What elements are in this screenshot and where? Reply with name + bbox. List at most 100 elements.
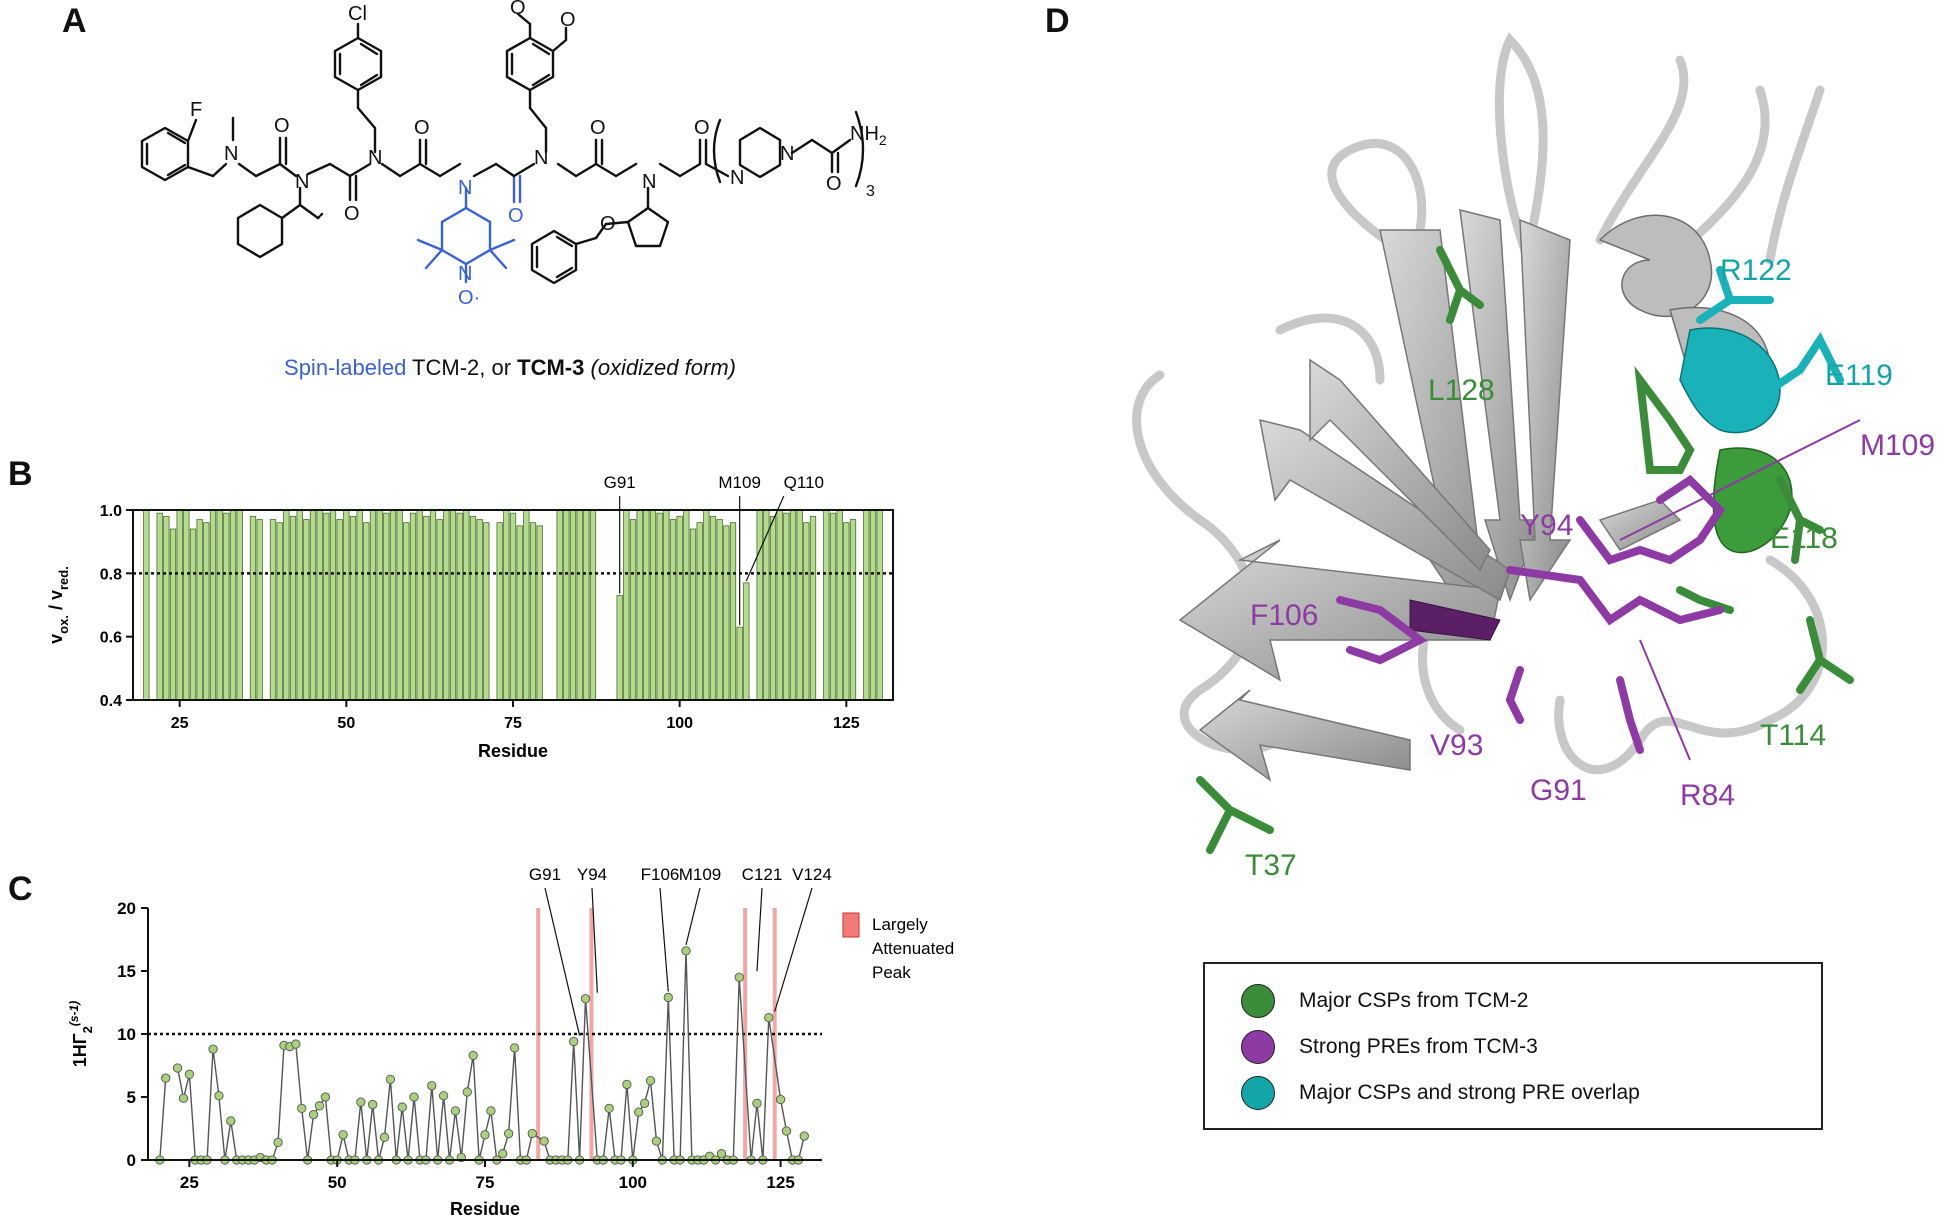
- legend-label-csp: Major CSPs from TCM-2: [1299, 989, 1529, 1012]
- bar-residue-56: [383, 512, 390, 701]
- repeat-subscript: 3: [866, 183, 875, 200]
- legend-label-3: Peak: [872, 963, 911, 982]
- point-residue-118: [734, 972, 744, 982]
- protein-structure: R122 E119 L128 M109 Y94 E118 F106 T114 V…: [1132, 32, 1935, 882]
- atom-o-methoxy1: O: [510, 0, 526, 19]
- label-r84: R84: [1680, 779, 1735, 812]
- xtick-label-b: 100: [666, 715, 693, 732]
- bar-residue-53: [363, 522, 370, 701]
- atom-o2: O: [344, 203, 360, 225]
- point-residue-125: [775, 1094, 786, 1105]
- point-residue-129: [799, 1131, 809, 1141]
- bar-residue-122: [823, 509, 830, 701]
- bar-residue-86: [583, 509, 590, 701]
- bar-residue-76: [516, 525, 523, 701]
- bar-residue-102: [689, 528, 697, 701]
- ytick-label-b: 1.0: [100, 503, 122, 520]
- xtick-label-b: 50: [337, 715, 355, 732]
- point-residue-48: [320, 1092, 331, 1102]
- annotation-line-c-M109: [685, 887, 701, 945]
- point-residue-46: [308, 1109, 319, 1120]
- atom-n2: N: [295, 171, 309, 193]
- ytick-label-b: 0.4: [100, 693, 122, 710]
- atom-chlorine: Cl: [348, 3, 367, 25]
- chemical-structure: F N O N O N Cl O N O O O N O O N N O NH2…: [140, 0, 887, 309]
- point-residue-85: [539, 1136, 549, 1146]
- bar-residue-106: [716, 519, 723, 701]
- xtick-label-c: 125: [766, 1173, 794, 1192]
- bar-residue-61: [416, 509, 423, 701]
- bar-residue-68: [463, 509, 470, 701]
- bar-residue-24: [169, 528, 177, 701]
- bar-residue-25: [176, 509, 183, 701]
- atom-o4: O: [508, 205, 524, 227]
- point-residue-51: [338, 1130, 348, 1140]
- bar-residue-85: [576, 509, 583, 701]
- point-residue-32: [226, 1116, 236, 1126]
- annotation-c-G91: G91: [529, 865, 561, 884]
- bar-residue-50: [343, 509, 350, 701]
- xtick-label-c: 50: [328, 1173, 347, 1192]
- bar-residue-93: [629, 519, 637, 701]
- bar-residue-52: [356, 509, 363, 701]
- bar-residue-22: [156, 512, 163, 701]
- atom-nh2: NH2: [850, 123, 887, 148]
- bar-residue-118: [796, 509, 803, 701]
- bar-residue-31: [216, 509, 223, 701]
- bar-residue-125: [843, 522, 850, 701]
- bar-residue-71: [483, 522, 490, 701]
- bar-residue-112: [756, 509, 763, 701]
- atom-n5: N: [534, 147, 548, 169]
- bar-residue-110: [743, 582, 750, 701]
- atom-o3: O: [414, 117, 430, 139]
- legend-swatch-attenuated: [842, 912, 860, 938]
- atom-o-methoxy2: O: [560, 9, 576, 31]
- legend-label-2: Attenuated: [872, 939, 954, 958]
- point-residue-79: [503, 1128, 514, 1139]
- point-residue-54: [356, 1097, 366, 1107]
- point-residue-29: [208, 1044, 218, 1054]
- annotation-line-c-F106: [659, 887, 669, 992]
- annotation-G91: G91: [604, 473, 636, 492]
- legend-item-csp: Major CSPs from TCM-2: [1241, 984, 1528, 1018]
- bar-residue-116: [783, 512, 790, 701]
- label-t37: T37: [1245, 849, 1297, 882]
- point-residue-121: [752, 1098, 762, 1108]
- point-residue-103: [645, 1075, 656, 1086]
- bar-residue-47: [323, 512, 330, 701]
- label-e118: E118: [1770, 522, 1838, 555]
- point-residue-106: [663, 992, 673, 1003]
- bar-residue-123: [829, 512, 837, 701]
- label-f106-d: F106: [1250, 599, 1318, 632]
- panel-letter-b: B: [8, 455, 33, 493]
- ytick-label-c: 15: [117, 962, 136, 981]
- atom-o-ether: O: [600, 213, 616, 235]
- bar-residue-63: [429, 509, 437, 701]
- bar-residue-129: [869, 509, 877, 701]
- bar-residue-107: [723, 525, 730, 701]
- point-residue-30: [214, 1091, 224, 1101]
- bar-residue-105: [709, 515, 717, 701]
- point-residue-76: [486, 1106, 496, 1116]
- xtick-label-c: 100: [619, 1173, 647, 1192]
- point-residue-58: [379, 1132, 390, 1142]
- annotation-c-V124: V124: [792, 865, 832, 884]
- point-residue-75: [480, 1130, 490, 1140]
- bar-residue-36: [249, 515, 257, 701]
- point-residue-25: [184, 1069, 195, 1079]
- bar-residue-87: [589, 509, 597, 701]
- bar-residue-44: [303, 519, 310, 701]
- annotation-line-c-Y94: [591, 887, 598, 993]
- point-residue-101: [634, 1107, 644, 1117]
- bar-residue-120: [809, 515, 817, 701]
- bar-residue-27: [189, 528, 197, 701]
- point-residue-73: [468, 1050, 478, 1061]
- atom-o-radical: O·: [458, 287, 480, 309]
- bar-residue-126: [849, 519, 857, 701]
- label-m109-d: M109: [1860, 429, 1935, 462]
- bar-residue-104: [703, 509, 710, 701]
- label-r122: R122: [1720, 254, 1792, 287]
- bar-residue-39: [269, 519, 277, 701]
- legend-label-overlap: Major CSPs and strong PRE overlap: [1299, 1081, 1640, 1104]
